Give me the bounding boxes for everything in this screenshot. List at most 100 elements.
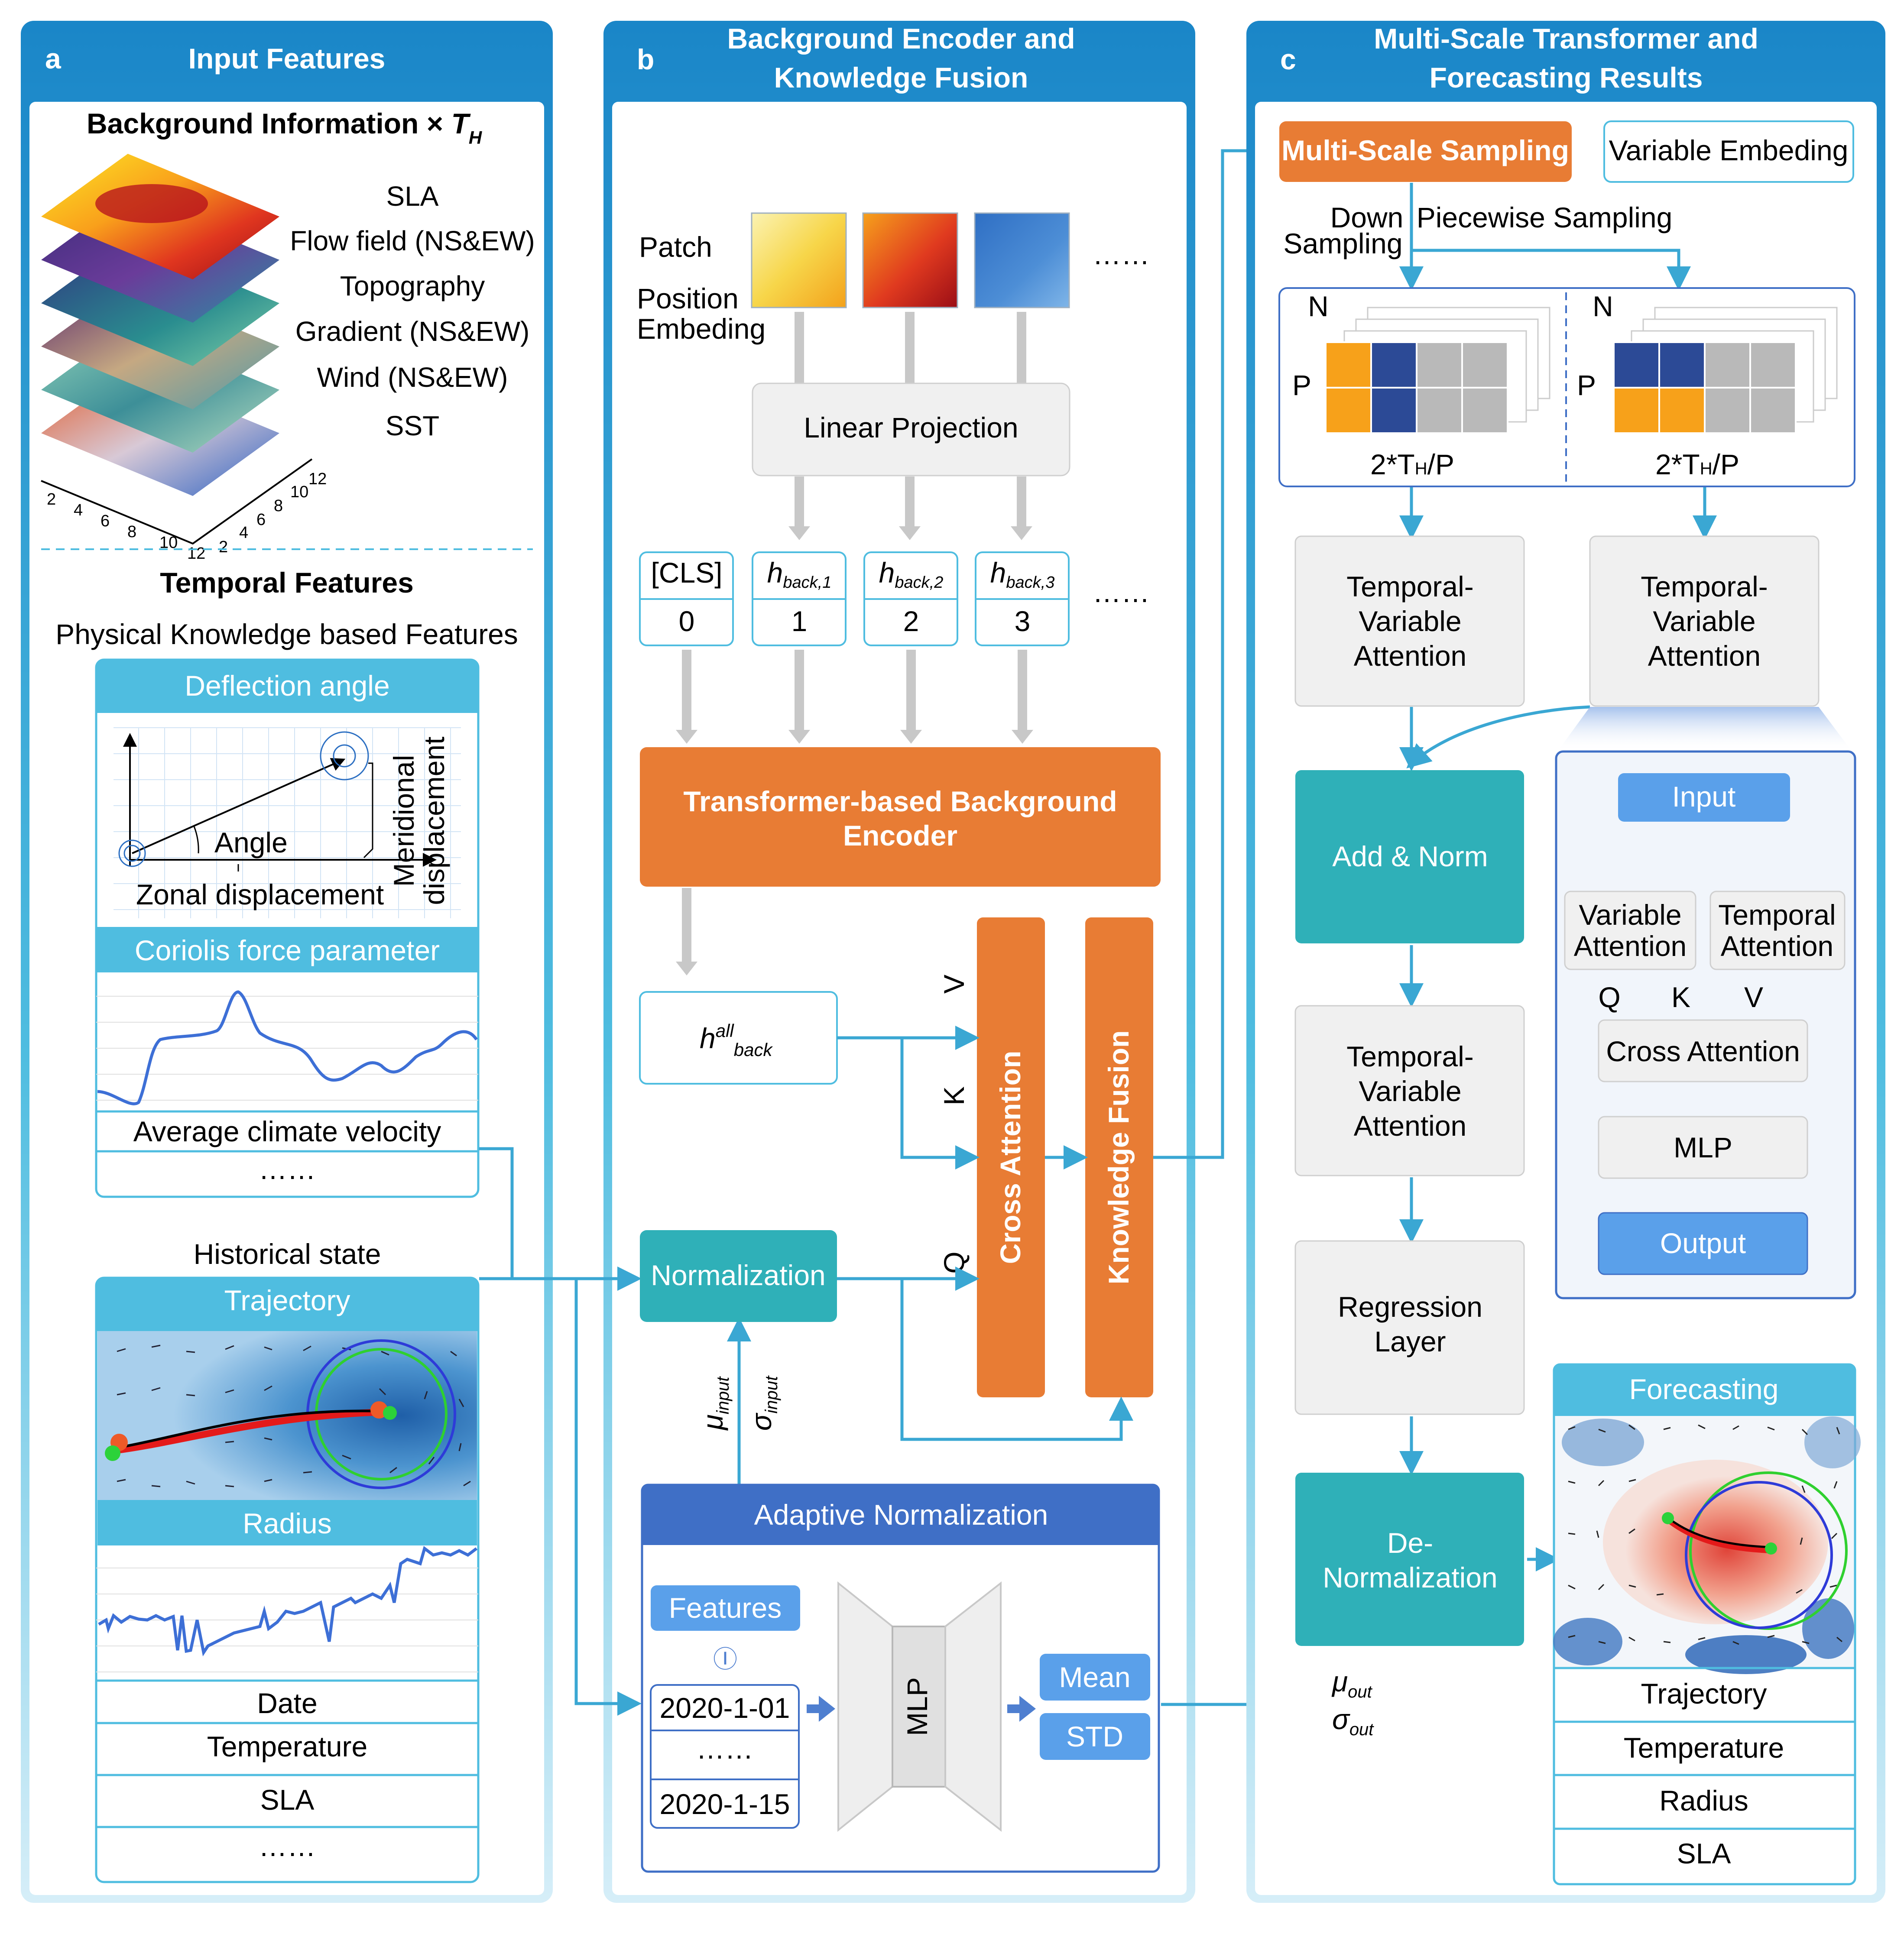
coriolis-curve	[97, 990, 478, 1105]
forecast-row-sla: SLA	[1677, 1837, 1731, 1869]
detail-zoom-glow	[1557, 707, 1852, 752]
mlp-bottleneck	[892, 1626, 946, 1788]
q-label: Q	[938, 1251, 970, 1273]
regression-layer-box	[1294, 1240, 1525, 1415]
denorm-label-2: Normalization	[1323, 1561, 1497, 1594]
patch-label: Patch	[639, 231, 712, 263]
panel-b-title-2: Knowledge Fusion	[774, 62, 1028, 94]
svg-text:6: 6	[101, 512, 110, 530]
svg-text:12: 12	[187, 544, 205, 563]
forecasting-title: Forecasting	[1629, 1373, 1779, 1405]
angle-label: Angle	[214, 826, 288, 858]
meridional-label-1: Meridional	[388, 755, 420, 887]
row-sla: SLA	[260, 1784, 315, 1816]
date-dots: ……	[696, 1733, 753, 1765]
zonal-displacement-label: Zonal displacement	[136, 878, 384, 910]
layer-labels: SLA Flow field (NS&EW) Topography Gradie…	[290, 181, 535, 441]
transformer-encoder-box	[640, 747, 1161, 887]
token-cls-index: 0	[679, 605, 695, 637]
linear-projection-box	[752, 382, 1070, 476]
radius-curve	[98, 1546, 478, 1656]
svg-text:Temporal-: Temporal-	[1346, 1040, 1473, 1072]
detail-output-box	[1598, 1212, 1808, 1275]
mlp-label: MLP	[901, 1677, 933, 1736]
adaptive-normalization-title: Adaptive Normalization	[754, 1499, 1048, 1531]
panel-b-title-1: Background Encoder and	[727, 23, 1075, 55]
physical-features-title: Physical Knowledge based Features	[55, 618, 518, 650]
forecast-row-radius: Radius	[1659, 1785, 1748, 1817]
layer-label-sst: SST	[386, 410, 439, 441]
token-1-label: hback,1	[767, 557, 832, 592]
mean-label: Mean	[1059, 1661, 1130, 1693]
regression-label-2: Layer	[1374, 1325, 1446, 1357]
concat-icon: Ⓘ	[713, 1646, 737, 1673]
layer-label-wind: Wind (NS&EW)	[317, 362, 508, 393]
trajectory-forecast-line	[110, 1409, 382, 1455]
more-features-dots: ……	[259, 1153, 316, 1185]
meridional-label-2: displacement	[418, 737, 450, 905]
multi-scale-sampling-box	[1279, 121, 1572, 182]
detail-variable-attention-box	[1564, 891, 1696, 970]
layer-stack-axes	[41, 458, 313, 545]
svg-text:8: 8	[127, 523, 136, 541]
patch-dots: ……	[1093, 238, 1150, 270]
historical-state-title: Historical state	[194, 1238, 381, 1270]
to-mlp-arrow	[807, 1696, 835, 1722]
encoder-label-2: Encoder	[843, 820, 957, 852]
forecast-true-line	[1665, 1515, 1772, 1548]
sigma-input-label: σinput	[745, 1375, 781, 1431]
layer-label-sla: SLA	[386, 181, 439, 212]
svg-text:Temporal-: Temporal-	[1641, 570, 1768, 603]
grid-label-right: 2*TH/P	[1655, 448, 1739, 480]
h-all-back-label: hallback	[700, 1020, 773, 1060]
deflection-angle-title: Deflection angle	[185, 670, 389, 702]
v-label: V	[938, 975, 970, 994]
svg-text:Attention: Attention	[1354, 640, 1467, 672]
coriolis-header	[96, 927, 478, 972]
trajectory-truth-line	[110, 1409, 382, 1450]
token-2-index: 2	[903, 605, 919, 637]
physical-features-box: Deflection angle Angle Zonal displacemen…	[95, 658, 480, 1198]
projection-to-token-arrows	[788, 476, 1032, 540]
svg-text:Attention: Attention	[1648, 640, 1761, 672]
svg-text:Variable: Variable	[1653, 605, 1755, 637]
radius-title: Radius	[243, 1507, 331, 1539]
normalization-label: Normalization	[651, 1259, 825, 1291]
token-2-label: hback,2	[879, 557, 944, 592]
date-end: 2020-1-15	[660, 1788, 790, 1820]
svg-text:6: 6	[256, 511, 266, 529]
mean-badge	[1040, 1654, 1150, 1701]
n-label-left: N	[1308, 290, 1329, 322]
row-date: Date	[257, 1687, 317, 1719]
detail-mlp-label: MLP	[1674, 1131, 1732, 1163]
patch-3-image	[974, 212, 1070, 308]
forecast-contour-green	[1689, 1471, 1848, 1630]
forecast-contour-blue	[1685, 1481, 1833, 1629]
mu-out-label: μout	[1331, 1665, 1373, 1701]
tva-block-left-1: Temporal- Variable Attention	[1294, 535, 1525, 707]
p-label-left: P	[1292, 369, 1311, 401]
svg-text:Temporal-: Temporal-	[1346, 570, 1473, 603]
h-all-back-box	[639, 991, 838, 1085]
add-norm-label: Add & Norm	[1332, 840, 1488, 872]
encoder-label-1: Transformer-based Background	[683, 785, 1117, 817]
avg-climate-label: Average climate velocity	[133, 1115, 441, 1147]
detail-mlp-box	[1598, 1116, 1808, 1179]
svg-text:Variable: Variable	[1359, 1075, 1461, 1107]
meridional-bracket	[363, 762, 373, 858]
forecast-row-temperature: Temperature	[1624, 1732, 1784, 1764]
start-eddy-icon	[118, 839, 146, 867]
detail-k-label: K	[1671, 981, 1690, 1013]
denorm-label-1: De-	[1387, 1527, 1433, 1559]
svg-text:Variable: Variable	[1359, 605, 1461, 637]
radius-grid	[96, 1568, 478, 1672]
sampling-grids: N P 2*TH/P N P 2*TH/P	[1278, 287, 1855, 487]
panel-c: c Multi-Scale Transformer and Forecastin…	[1246, 21, 1885, 1903]
tva-detail-panel: Input Variable Attention Temporal Attent…	[1555, 750, 1856, 1299]
date-list	[650, 1684, 800, 1829]
svg-text:2: 2	[47, 490, 56, 509]
tva-block-right: Temporal- Variable Attention	[1589, 535, 1820, 707]
encoder-to-hall-arrow	[676, 888, 697, 975]
background-layer-stack	[41, 154, 313, 545]
trajectory-title: Trajectory	[224, 1284, 350, 1316]
